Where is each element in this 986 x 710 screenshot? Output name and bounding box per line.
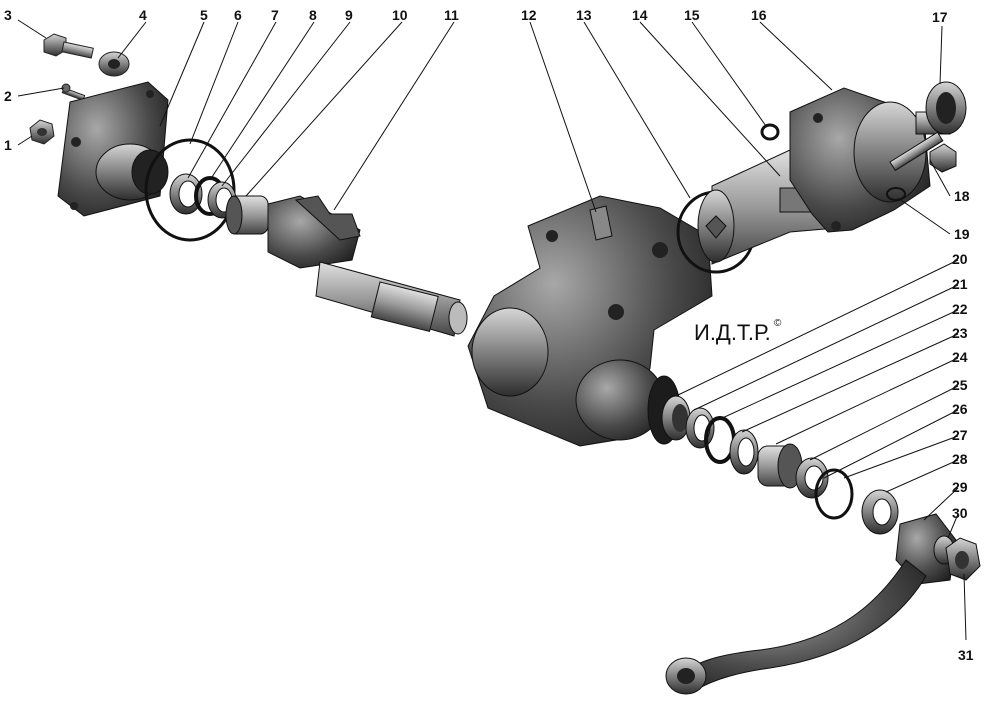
part-sector-shaft-11	[267, 195, 468, 337]
callout-5: 5	[200, 7, 208, 23]
part-valve-body-16	[789, 87, 931, 233]
part-snap-ring-26	[814, 468, 854, 520]
callout-2: 2	[4, 88, 12, 104]
watermark-text: И.Д.Т.Р.	[694, 320, 771, 345]
callout-8: 8	[309, 7, 317, 23]
callout-17: 17	[932, 9, 948, 25]
callout-28: 28	[952, 451, 968, 467]
callout-21: 21	[952, 276, 968, 292]
callout-18: 18	[954, 188, 970, 204]
part-washer-4	[98, 51, 130, 77]
part-pitman-arm-29	[665, 513, 957, 695]
callout-25: 25	[952, 377, 968, 393]
part-screw-2	[61, 83, 86, 101]
part-ring-25	[795, 457, 829, 499]
callout-labels: 1 2 3 4 5 6 7 8 9 10 11 12 13 14 15 16 1…	[4, 7, 974, 663]
callout-4: 4	[139, 7, 147, 23]
callout-16: 16	[751, 7, 767, 23]
part-seal-24	[757, 443, 803, 489]
callout-10: 10	[392, 7, 408, 23]
callout-1: 1	[4, 137, 12, 153]
leader-lines	[17, 19, 967, 641]
callout-20: 20	[952, 251, 968, 267]
part-bolt-3	[43, 33, 94, 59]
callout-27: 27	[952, 427, 968, 443]
part-cover-5	[57, 81, 169, 217]
part-seal-17	[915, 81, 967, 135]
callout-12: 12	[521, 7, 537, 23]
callout-24: 24	[952, 349, 968, 365]
part-ring-15	[760, 123, 780, 141]
callout-14: 14	[632, 7, 648, 23]
part-bearing-20	[661, 395, 691, 441]
part-washer-28	[861, 489, 899, 535]
copyright-mark: ©	[774, 318, 782, 329]
callout-30: 30	[952, 505, 968, 521]
part-bolt-18	[889, 131, 957, 173]
part-ring-23	[729, 429, 759, 475]
part-washer-19	[886, 187, 906, 201]
callout-9: 9	[345, 7, 353, 23]
callout-26: 26	[952, 401, 968, 417]
callout-13: 13	[576, 7, 592, 23]
callout-22: 22	[952, 301, 968, 317]
part-housing-12	[467, 195, 713, 447]
callout-29: 29	[952, 479, 968, 495]
part-bearing-10	[225, 195, 269, 235]
callout-23: 23	[952, 325, 968, 341]
part-nut-31	[945, 537, 981, 581]
callout-3: 3	[4, 7, 12, 23]
callout-15: 15	[684, 7, 700, 23]
callout-31: 31	[958, 647, 974, 663]
watermark: И.Д.Т.Р. ©	[694, 318, 782, 345]
callout-6: 6	[234, 7, 242, 23]
callout-7: 7	[271, 7, 279, 23]
callout-11: 11	[444, 7, 459, 23]
callout-19: 19	[954, 226, 970, 242]
part-nut-1	[29, 119, 55, 145]
